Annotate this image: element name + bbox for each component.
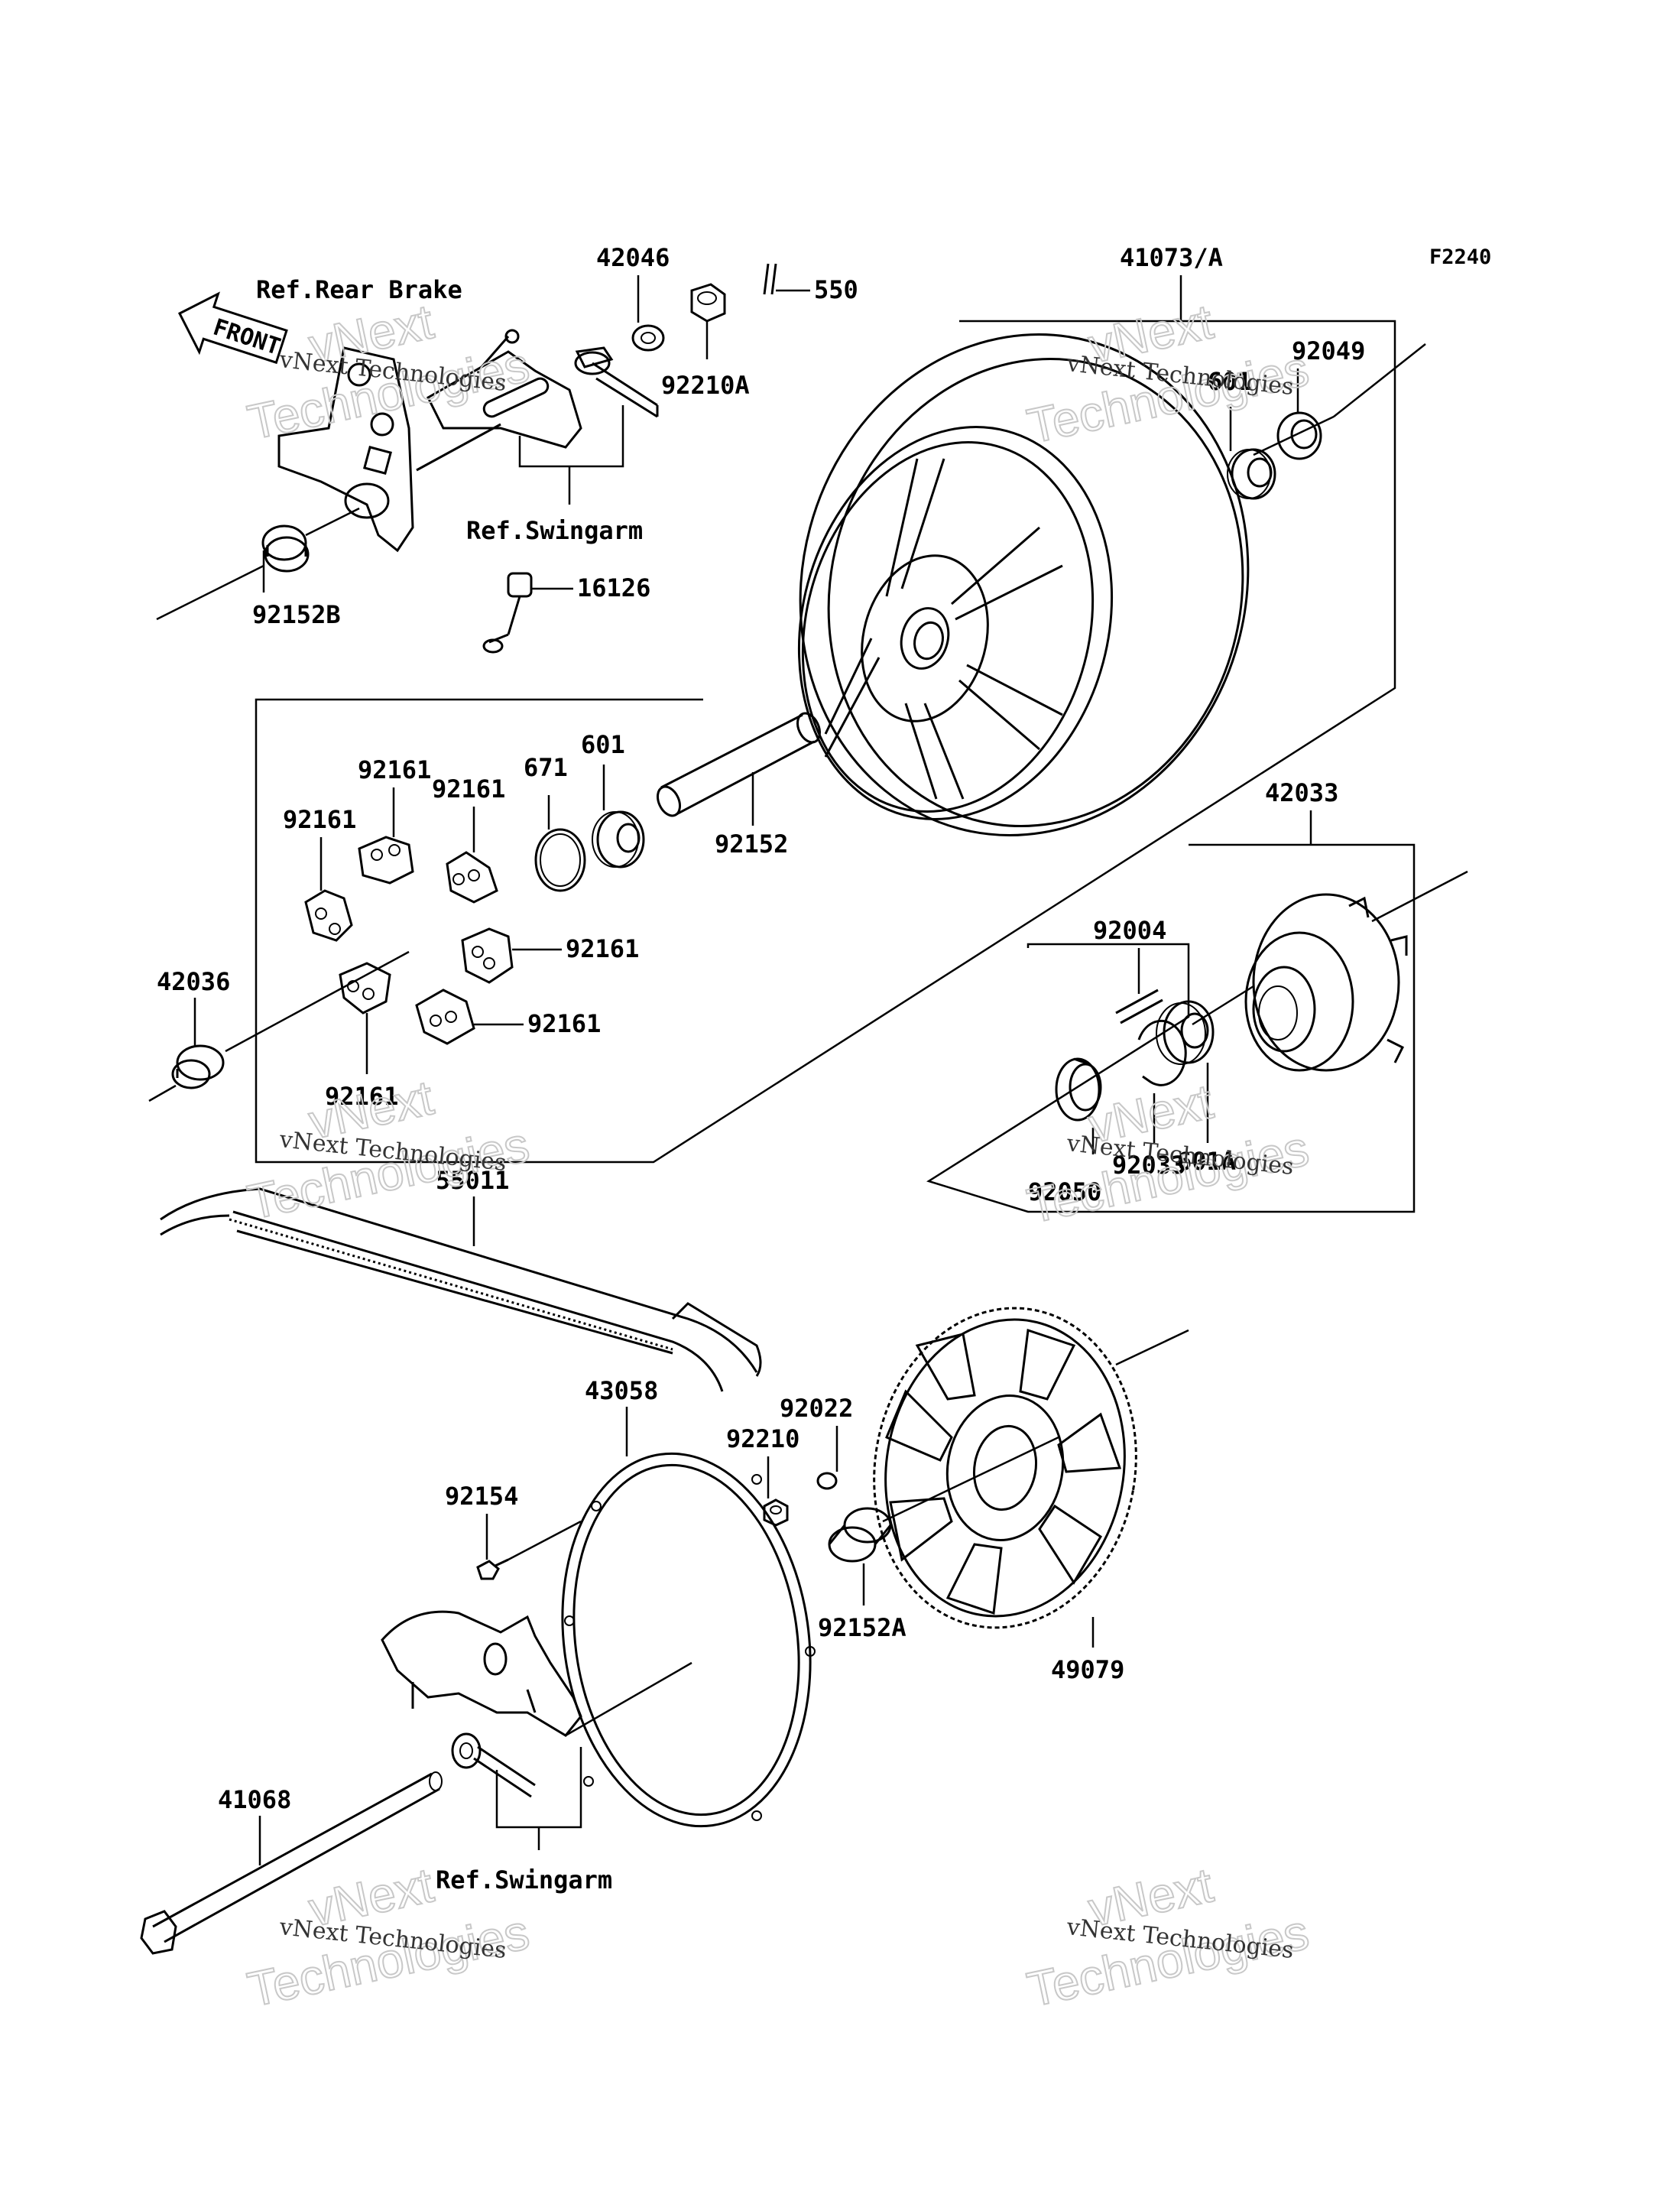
part-label-92049: 92049 xyxy=(1292,336,1365,365)
watermark-mid-left: Technologies vNext vNext Technologies xyxy=(242,1069,534,1230)
part-label-550: 550 xyxy=(814,275,858,304)
part-label-41068: 41068 xyxy=(218,1785,291,1814)
part-label-43058: 43058 xyxy=(585,1376,658,1405)
part-label-49079: 49079 xyxy=(1051,1655,1124,1684)
part-label-92022: 92022 xyxy=(780,1394,853,1423)
collar-92152B xyxy=(261,524,310,573)
part-label-92161-a: 92161 xyxy=(358,755,431,784)
spacer-tube-92152 xyxy=(656,712,822,817)
part-label-92004: 92004 xyxy=(1093,916,1166,945)
part-label-55011: 55011 xyxy=(436,1166,509,1195)
damper-rubber-92161-1 xyxy=(358,836,414,885)
part-label-601-left: 601 xyxy=(581,730,625,759)
part-label-42033: 42033 xyxy=(1265,778,1338,807)
part-label-92152: 92152 xyxy=(715,830,788,859)
damper-rubber-92161-3 xyxy=(446,851,498,904)
bearing-601A xyxy=(1156,1000,1215,1065)
axle-41068 xyxy=(140,1771,443,1955)
part-label-92210: 92210 xyxy=(726,1424,799,1453)
chain-adjuster-top xyxy=(574,346,659,418)
part-label-92161-f: 92161 xyxy=(325,1082,398,1111)
part-label-16126: 16126 xyxy=(577,573,650,602)
cotter-pin-550 xyxy=(763,263,770,295)
collar-42036 xyxy=(171,1044,225,1089)
chain-adjuster-bottom xyxy=(451,1732,536,1798)
seal-92049 xyxy=(1276,411,1322,460)
part-label-92050: 92050 xyxy=(1028,1177,1101,1206)
damper-rubber-92161-6 xyxy=(415,989,475,1045)
part-label-671: 671 xyxy=(524,753,568,782)
part-label-92161-c: 92161 xyxy=(432,774,505,804)
nut-92210A xyxy=(690,283,726,323)
belt-guard-43058 xyxy=(561,1452,816,1828)
watermark-bottom-right: Technologies vNext vNext Technologies xyxy=(1022,1856,1314,2018)
watermark-top-right: Technologies vNext vNext Technologies xyxy=(1022,293,1314,454)
figure-code: F2240 xyxy=(1429,245,1491,269)
nut-92210 xyxy=(763,1498,789,1527)
watermark-top-left: Technologies vNext vNext Technologies xyxy=(242,293,534,450)
oil-seal-92050 xyxy=(1055,1057,1102,1122)
circlip-92033 xyxy=(1137,1019,1187,1086)
hub-assembly-outline xyxy=(926,843,1416,1213)
part-label-42036: 42036 xyxy=(157,967,230,996)
wheel-assembly-outline xyxy=(255,320,1396,1164)
watermark-mid-right: Technologies vNext vNext Technologies xyxy=(1022,1073,1314,1234)
part-label-92152A: 92152A xyxy=(818,1613,906,1642)
sprocket-hub-42033 xyxy=(1244,893,1408,1072)
washer-42046 xyxy=(631,324,665,352)
part-label-92161-b: 92161 xyxy=(283,805,356,834)
swingarm-end xyxy=(381,1610,582,1737)
part-label-92161-d: 92161 xyxy=(566,934,639,963)
part-label-92210A: 92210A xyxy=(661,371,750,400)
bearing-601-top xyxy=(1227,448,1276,500)
rear-brake-bracket xyxy=(277,329,582,553)
bearing-601-left xyxy=(592,810,645,868)
axle-direction-line xyxy=(1333,343,1426,417)
stud-92004 xyxy=(1115,989,1163,1024)
air-valve-16126 xyxy=(482,572,533,654)
ref-swingarm-bottom: Ref.Swingarm xyxy=(436,1865,612,1894)
collar-92152A xyxy=(828,1507,892,1563)
washer-92022 xyxy=(816,1472,838,1490)
part-label-92033: 92033 xyxy=(1112,1151,1185,1180)
damper-rubber-92161-4 xyxy=(461,927,514,984)
part-label-601-top: 601 xyxy=(1208,367,1252,396)
part-label-42046: 42046 xyxy=(596,243,670,272)
damper-rubber-92161-2 xyxy=(304,889,353,942)
bolt-92154 xyxy=(476,1558,509,1580)
drive-belt-55011 xyxy=(160,1187,762,1392)
rear-pulley-49079 xyxy=(873,1307,1137,1629)
part-label-92152B: 92152B xyxy=(252,600,341,629)
part-label-41073A: 41073/A xyxy=(1120,243,1223,272)
o-ring-671 xyxy=(534,828,586,892)
part-label-601A: 601A xyxy=(1177,1147,1236,1176)
ref-rear-brake: Ref.Rear Brake xyxy=(256,275,462,304)
rear-wheel-41073A xyxy=(797,333,1250,836)
part-label-92154: 92154 xyxy=(445,1482,518,1511)
ref-swingarm-top: Ref.Swingarm xyxy=(466,516,643,545)
damper-rubber-92161-5 xyxy=(339,962,391,1015)
part-label-92161-e: 92161 xyxy=(527,1009,601,1038)
